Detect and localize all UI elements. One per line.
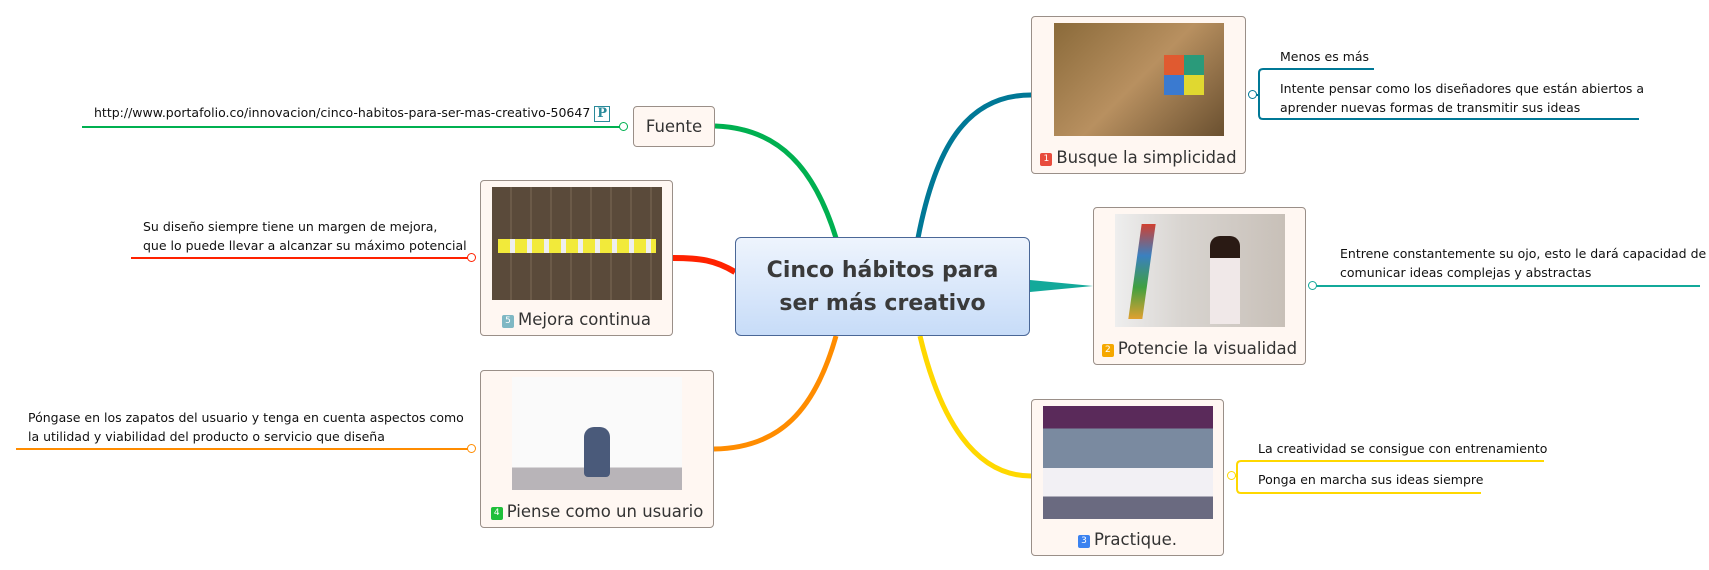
- branch-fuente: [714, 123, 839, 239]
- collapse-toggle-piense[interactable]: [467, 444, 476, 453]
- branch-piense: [713, 335, 839, 452]
- topic-label: Piense como un usuario: [506, 502, 704, 521]
- branch-busque: [915, 92, 1032, 239]
- topic-image-tangram: [1054, 23, 1224, 136]
- topic-fuente[interactable]: Fuente: [633, 106, 715, 147]
- branch-mejora: [672, 255, 737, 275]
- collapse-toggle-practique[interactable]: [1227, 471, 1236, 480]
- topic-image-hands-lightbulbs: [492, 187, 662, 300]
- link-icon[interactable]: P: [594, 106, 611, 122]
- note-line: aprender nuevas formas de transmitir sus…: [1280, 100, 1581, 115]
- collapse-toggle-fuente[interactable]: [619, 122, 628, 131]
- note-line: la utilidad y viabilidad del producto o …: [28, 429, 385, 444]
- note-piense: Póngase en los zapatos del usuario y ten…: [28, 408, 464, 446]
- priority-2-icon: 2: [1101, 344, 1114, 357]
- priority-3-icon: 3: [1077, 535, 1090, 548]
- branch-practique: [917, 335, 1032, 479]
- note-busque-1: Menos es más: [1280, 49, 1370, 64]
- note-line: comunicar ideas complejas y abstractas: [1340, 265, 1592, 280]
- central-topic-line1: Cinco hábitos para: [766, 257, 999, 283]
- topic-fuente-label: Fuente: [645, 117, 703, 136]
- collapse-toggle-potencie[interactable]: [1308, 281, 1317, 290]
- topic-label: Potencie la visualidad: [1117, 339, 1298, 358]
- note-line: Entrene constantemente su ojo, esto le d…: [1340, 246, 1707, 261]
- note-line: Póngase en los zapatos del usuario y ten…: [28, 410, 464, 425]
- note-potencie: Entrene constantemente su ojo, esto le d…: [1340, 244, 1706, 282]
- central-topic[interactable]: Cinco hábitos para ser más creativo: [735, 237, 1030, 336]
- note-practique-2: Ponga en marcha sus ideas siempre: [1258, 472, 1484, 487]
- url-text[interactable]: http://www.portafolio.co/innovacion/cinc…: [94, 105, 591, 120]
- collapse-toggle-busque[interactable]: [1248, 90, 1257, 99]
- note-practique-1: La creatividad se consigue con entrenami…: [1258, 441, 1548, 456]
- topic-image-woman-sitting: [512, 377, 682, 490]
- topic-label: Mejora continua: [518, 310, 651, 329]
- priority-5-icon: 5: [502, 315, 515, 328]
- note-line: Su diseño siempre tiene un margen de mej…: [143, 219, 438, 234]
- priority-1-icon: 1: [1040, 153, 1053, 166]
- priority-4-icon: 4: [490, 507, 503, 520]
- central-topic-line2: ser más creativo: [779, 290, 986, 316]
- note-line: Intente pensar como los diseñadores que …: [1280, 81, 1645, 96]
- fuente-url[interactable]: http://www.portafolio.co/innovacion/cinc…: [94, 103, 611, 122]
- topic-image-woman-painting: [1115, 214, 1285, 327]
- note-line: que lo puede llevar a alcanzar su máximo…: [143, 238, 467, 253]
- collapse-toggle-mejora[interactable]: [467, 253, 476, 262]
- topic-label: Busque la simplicidad: [1056, 148, 1237, 167]
- note-mejora: Su diseño siempre tiene un margen de mej…: [143, 217, 467, 255]
- note-busque-2: Intente pensar como los diseñadores que …: [1280, 79, 1644, 117]
- topic-image-drawing-hand: [1043, 406, 1213, 519]
- branch-potencie: [1030, 280, 1093, 292]
- topic-label: Practique.: [1093, 530, 1177, 549]
